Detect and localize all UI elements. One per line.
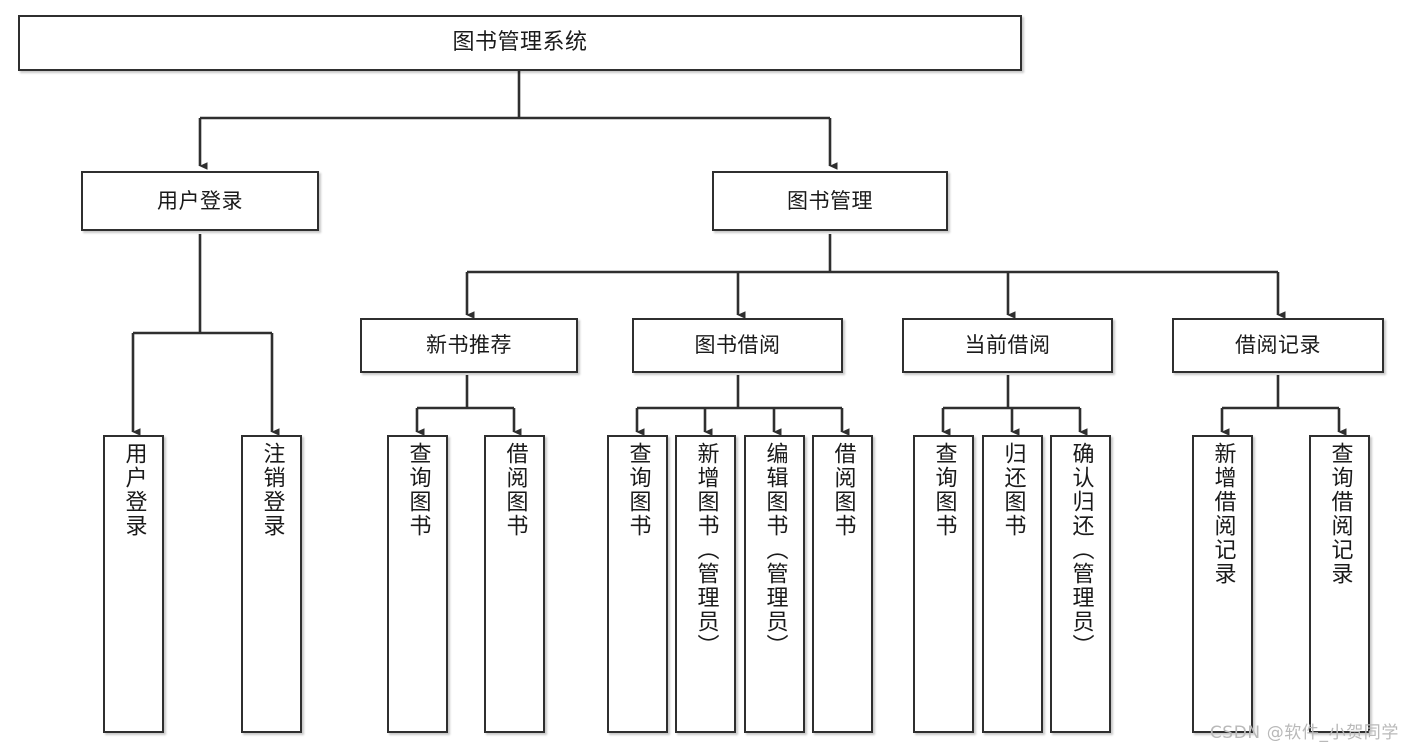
node-leaf-return-book[interactable]: 归还图书: [982, 435, 1043, 733]
node-book-management-label: 图书管理: [787, 188, 873, 213]
node-user-login-label: 用户登录: [157, 188, 243, 213]
node-leaf-add-book-admin[interactable]: 新增图书（管理员）: [675, 435, 736, 733]
node-borrow-record-label: 借阅记录: [1235, 333, 1321, 358]
node-leaf-add-borrow-record-label: 新增借阅记录: [1210, 442, 1236, 586]
node-root-label: 图书管理系统: [452, 30, 588, 56]
node-current-borrow-label: 当前借阅: [964, 333, 1051, 358]
node-book-borrow-label: 图书借阅: [694, 333, 781, 358]
node-leaf-query-borrow-record-label: 查询借阅记录: [1327, 442, 1353, 586]
node-leaf-query-book-borrow-label: 查询图书: [625, 442, 651, 538]
node-leaf-borrow-book-label: 借阅图书: [830, 442, 856, 538]
node-borrow-record[interactable]: 借阅记录: [1172, 318, 1384, 373]
node-leaf-user-login[interactable]: 用户登录: [103, 435, 164, 733]
node-new-book-recommendation[interactable]: 新书推荐: [360, 318, 578, 373]
node-leaf-query-book-current[interactable]: 查询图书: [913, 435, 974, 733]
node-leaf-borrow-book-rec-label: 借阅图书: [502, 442, 528, 538]
node-leaf-edit-book-admin-label: 编辑图书（管理员）: [762, 442, 788, 658]
node-root-book-management-system[interactable]: 图书管理系统: [18, 15, 1022, 71]
node-leaf-confirm-return-admin[interactable]: 确认归还（管理员）: [1050, 435, 1111, 733]
node-leaf-add-borrow-record[interactable]: 新增借阅记录: [1192, 435, 1253, 733]
node-leaf-return-book-label: 归还图书: [1000, 442, 1026, 538]
node-leaf-borrow-book-rec[interactable]: 借阅图书: [484, 435, 545, 733]
node-leaf-logout[interactable]: 注销登录: [241, 435, 302, 733]
node-leaf-logout-label: 注销登录: [259, 442, 285, 538]
node-book-management[interactable]: 图书管理: [712, 171, 948, 231]
node-leaf-query-borrow-record[interactable]: 查询借阅记录: [1309, 435, 1370, 733]
node-leaf-query-book-borrow[interactable]: 查询图书: [607, 435, 668, 733]
csdn-watermark: CSDN @软件_小贺同学: [1209, 723, 1399, 743]
node-book-borrow[interactable]: 图书借阅: [632, 318, 843, 373]
node-leaf-query-book-rec-label: 查询图书: [405, 442, 431, 538]
node-leaf-edit-book-admin[interactable]: 编辑图书（管理员）: [744, 435, 805, 733]
node-leaf-query-book-rec[interactable]: 查询图书: [387, 435, 448, 733]
node-current-borrow[interactable]: 当前借阅: [902, 318, 1113, 373]
node-leaf-query-book-current-label: 查询图书: [931, 442, 957, 538]
node-user-login[interactable]: 用户登录: [81, 171, 319, 231]
node-leaf-user-login-label: 用户登录: [121, 442, 147, 538]
node-leaf-confirm-return-admin-label: 确认归还（管理员）: [1068, 442, 1094, 658]
node-leaf-add-book-admin-label: 新增图书（管理员）: [693, 442, 719, 658]
node-new-book-recommendation-label: 新书推荐: [426, 333, 512, 358]
node-leaf-borrow-book[interactable]: 借阅图书: [812, 435, 873, 733]
